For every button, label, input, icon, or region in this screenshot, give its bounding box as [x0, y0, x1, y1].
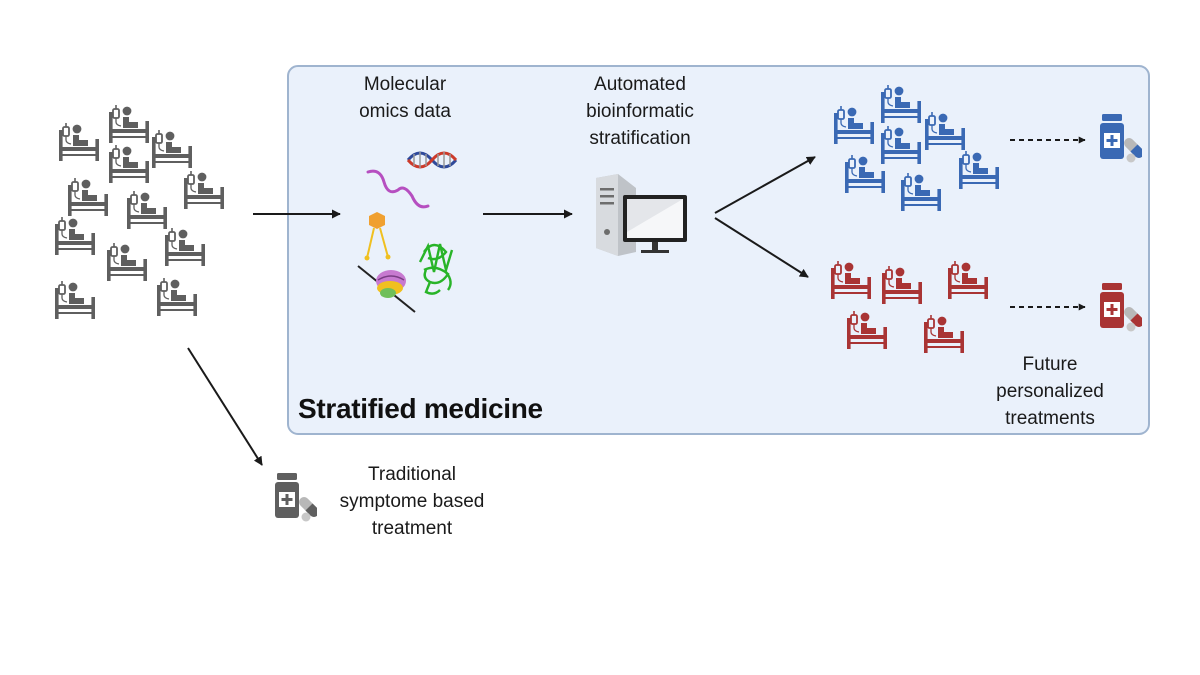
patient-in-bed-icon [108, 144, 150, 184]
ribosome-icon [357, 265, 416, 313]
traditional-label-line: symptome based [339, 491, 485, 512]
traditional-treatment-label: Traditional symptome based treatment [322, 461, 502, 542]
patient-in-bed-icon [156, 277, 198, 317]
personalized-treatments-label: Future personalized treatments [975, 351, 1125, 432]
protein-structure-icon [418, 242, 454, 295]
traditional-label-line: Traditional [367, 464, 456, 485]
patient-population [54, 104, 225, 320]
panel-title: Stratified medicine [298, 393, 543, 424]
omics-icons [357, 151, 458, 313]
personalized-label-line: personalized [996, 381, 1104, 402]
omics-label-line: omics data [359, 101, 451, 122]
personalized-label-line: treatments [1005, 408, 1095, 429]
patient-in-bed-icon [151, 129, 193, 169]
bioinformatics-label-line: stratification [589, 128, 691, 149]
omics-label: Molecular omics data [335, 71, 475, 125]
omics-label-line: Molecular [363, 74, 447, 95]
molecule-icon [364, 212, 391, 261]
patient-in-bed-icon [183, 170, 225, 210]
traditional-label-line: treatment [371, 518, 453, 539]
patient-in-bed-icon [67, 177, 109, 217]
medicine-bottle-and-pills-icon [275, 473, 317, 522]
patient-in-bed-icon [164, 227, 206, 267]
patient-in-bed-icon [126, 190, 168, 230]
arrow-to-group-2 [714, 217, 809, 278]
patient-in-bed-icon [54, 216, 96, 256]
patient-in-bed-icon [106, 242, 148, 282]
computer-workstation-icon [596, 174, 687, 256]
personalized-label-line: Future [1022, 354, 1078, 375]
arrow-to-group-1 [714, 156, 816, 214]
dna-helix-icon [406, 151, 458, 169]
patient-in-bed-icon [58, 122, 100, 162]
rna-strand-icon [366, 169, 430, 209]
arrow-to-traditional-treatment [187, 347, 263, 466]
patient-in-bed-icon [108, 104, 150, 144]
bioinformatics-label-line: bioinformatic [586, 101, 694, 122]
bioinformatics-label: Automated bioinformatic stratification [560, 71, 720, 152]
patient-in-bed-icon [54, 280, 96, 320]
bioinformatics-label-line: Automated [594, 74, 686, 95]
